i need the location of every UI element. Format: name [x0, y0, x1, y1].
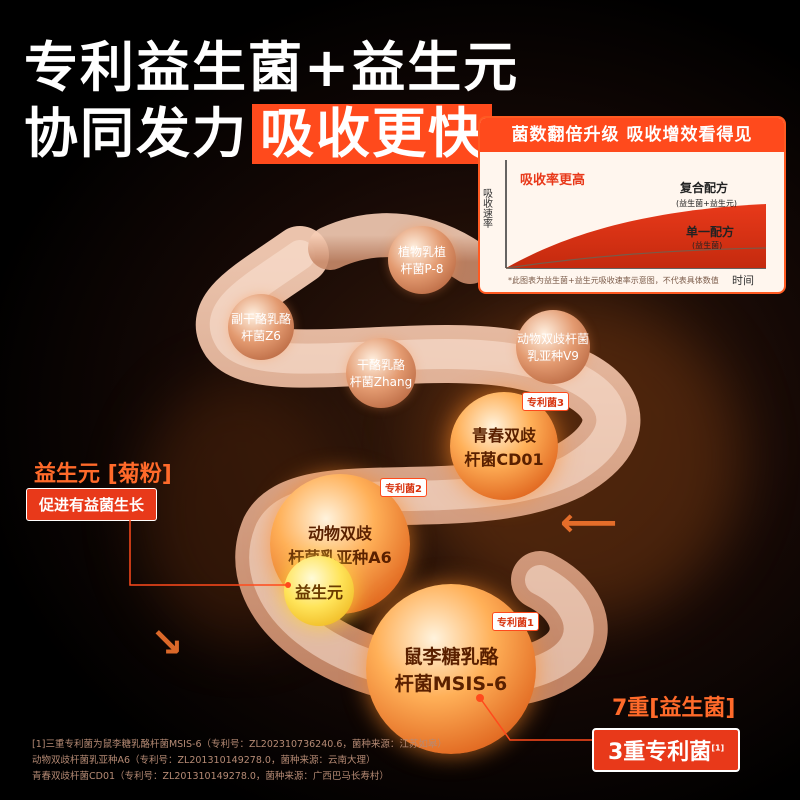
footnote-line: 动物双歧杆菌乳亚种A6（专利号：ZL201310149278.0，菌种来源：云南… — [32, 755, 376, 766]
absorption-chart: 吸收速率 时间 吸收率更高 复合配方 (益生菌+益生元) 单一配方 (益生菌) — [481, 160, 767, 287]
patent-tag-2: 专利菌2 — [380, 478, 427, 497]
prebiotic-bubble: 益生元 — [284, 556, 354, 626]
flow-arrow-icon: ⟵ — [560, 500, 618, 546]
prebiotic-label: 益生元 [菊粉] — [34, 462, 172, 487]
series-bottom-name: 单一配方 — [686, 224, 734, 239]
strain-bubble: 干酪乳酪杆菌Zhang — [346, 338, 416, 408]
y-axis-label: 吸收速率 — [481, 188, 493, 229]
x-axis-label: 时间 — [732, 274, 754, 287]
headline-line1: 专利益生菌+益生元 — [24, 36, 520, 99]
series-top-name: 复合配方 — [679, 180, 728, 195]
prebiotic-benefit-box: 促进有益菌生长 — [26, 488, 158, 521]
footnote-line: [1]三重专利菌为鼠李糖乳酪杆菌MSIS-6（专利号：ZL20231073624… — [32, 739, 447, 750]
patent-tag-1: 专利菌1 — [492, 612, 539, 631]
headline-highlight: 吸收更快 — [252, 104, 492, 164]
strain-bubble: 副干酪乳酪杆菌Z6 — [228, 294, 294, 360]
patent-tag-3: 专利菌3 — [522, 392, 569, 411]
strain-bubble: 动物双歧杆菌乳亚种V9 — [516, 310, 590, 384]
series-top-sub: (益生菌+益生元) — [676, 198, 737, 208]
headline-prefix: 协同发力 — [24, 102, 248, 165]
combined-formula-area — [506, 204, 766, 268]
patent-count-box: 3重专利菌[1] — [592, 728, 741, 772]
absorption-chart-card: 菌数翻倍升级 吸收增效看得见 吸收速率 时间 吸收率更高 复合配方 (益生菌+益… — [478, 116, 786, 294]
footnote-line: 青春双歧杆菌CD01（专利号：ZL201310149278.0，菌种来源：广西巴… — [32, 771, 389, 782]
chart-annotation: 吸收率更高 — [520, 172, 585, 188]
chart-card-title: 菌数翻倍升级 吸收增效看得见 — [480, 118, 784, 152]
chart-note: *此图表为益生菌+益生元吸收速率示意图，不代表具体数值 — [508, 276, 719, 285]
flow-arrow-icon: ↘ — [150, 620, 184, 666]
headline-line2: 协同发力吸收更快 — [24, 104, 492, 164]
single-formula-line — [505, 247, 767, 269]
probiotic-count-label: 7重[益生菌] — [612, 696, 736, 721]
strain-bubble: 植物乳植杆菌P-8 — [388, 226, 456, 294]
series-bottom-sub: (益生菌) — [692, 240, 722, 250]
